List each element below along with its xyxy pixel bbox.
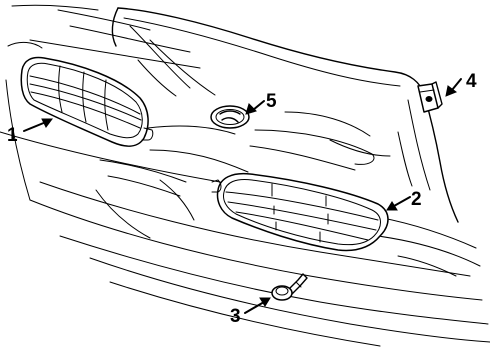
leader-arrow-2 bbox=[386, 196, 411, 211]
callout-3: 3 bbox=[230, 306, 241, 327]
callout-1: 1 bbox=[7, 125, 18, 146]
bumper-fascia-outline bbox=[0, 4, 490, 347]
part-2-right-grille bbox=[211, 172, 389, 252]
part-3-fastener bbox=[271, 273, 308, 301]
callout-4: 4 bbox=[466, 71, 477, 92]
leader-arrow-5 bbox=[245, 100, 265, 115]
part-1-left-grille bbox=[20, 56, 154, 147]
part-5-emblem bbox=[210, 105, 250, 129]
leader-arrow-3 bbox=[244, 297, 271, 314]
part-4-clip bbox=[417, 81, 443, 113]
leader-arrow-1 bbox=[23, 118, 53, 132]
leader-arrow-4 bbox=[445, 78, 462, 97]
callout-5: 5 bbox=[266, 91, 277, 112]
callout-2: 2 bbox=[411, 189, 422, 210]
